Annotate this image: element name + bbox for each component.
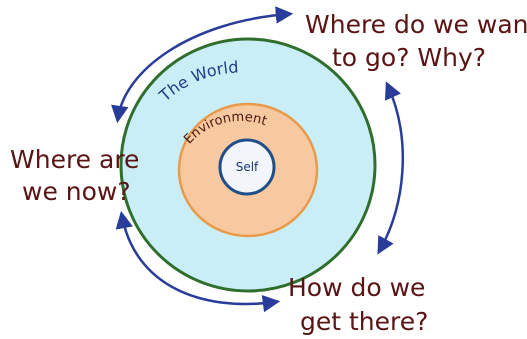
question-top-line2: to go? Why?: [332, 43, 486, 72]
question-top-line1: Where do we want: [305, 10, 527, 39]
question-left-line1: Where are: [10, 145, 139, 174]
arrow-top-to-bottom: [377, 81, 405, 255]
question-bottom-line1: How do we: [288, 273, 425, 302]
self-label: Self: [236, 160, 259, 174]
arrow-bottom-to-left: [115, 210, 281, 313]
question-bottom-line2: get there?: [300, 307, 428, 336]
self-circle: [218, 138, 276, 196]
arrow-left-to-top: [111, 6, 294, 124]
question-left-line2: we now?: [22, 177, 131, 206]
